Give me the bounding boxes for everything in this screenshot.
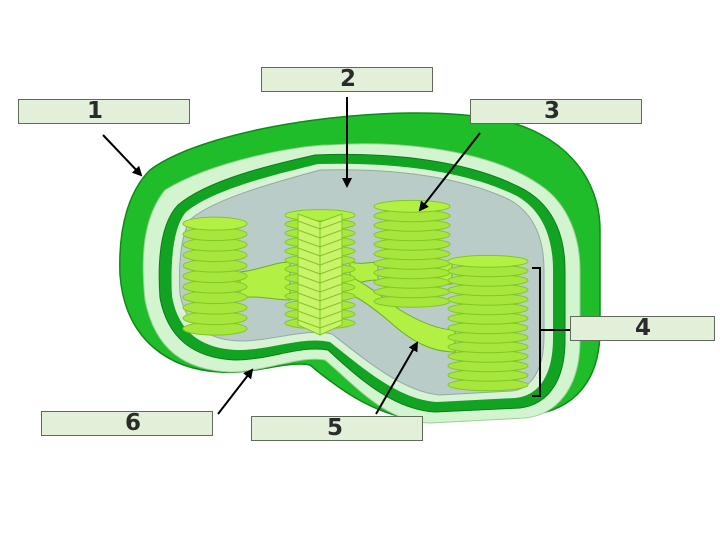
cutaway-layer-line bbox=[319, 319, 343, 329]
label-number-4: 4 bbox=[635, 315, 652, 341]
cutaway-layer-line bbox=[319, 256, 343, 266]
cutaway-layer-line bbox=[319, 238, 343, 248]
cutaway-layer-line bbox=[319, 283, 343, 293]
arrow-6 bbox=[217, 368, 254, 415]
arrow-1 bbox=[102, 134, 143, 177]
cutaway-layer-line bbox=[297, 220, 321, 230]
cutaway-layer-line bbox=[319, 310, 343, 320]
grana bbox=[182, 199, 529, 392]
cutaway-layer-line bbox=[297, 310, 321, 320]
label-box-1[interactable] bbox=[18, 99, 190, 124]
label-number-1: 1 bbox=[87, 98, 104, 124]
cutaway-layer-line bbox=[297, 247, 321, 257]
cutaway-layer-line bbox=[319, 229, 343, 239]
cutaway-layer-line bbox=[297, 301, 321, 311]
cutaway-layer-line bbox=[297, 319, 321, 329]
cutaway-layer-line bbox=[297, 229, 321, 239]
cutaway-layer-line bbox=[297, 238, 321, 248]
label-number-3: 3 bbox=[544, 98, 561, 124]
cutaway-layer-line bbox=[319, 220, 343, 230]
thylakoid-disc bbox=[447, 254, 529, 268]
arrow-5 bbox=[375, 341, 419, 415]
thylakoid-disc bbox=[182, 216, 248, 231]
label-number-6: 6 bbox=[125, 410, 142, 436]
granum-bracket bbox=[532, 267, 570, 397]
cutaway-layer-line bbox=[297, 292, 321, 302]
label-box-6[interactable] bbox=[41, 411, 213, 436]
granum-center bbox=[284, 209, 356, 336]
pointer-arrows bbox=[102, 97, 481, 415]
cutaway-layer-line bbox=[297, 283, 321, 293]
label-box-2[interactable] bbox=[261, 67, 433, 92]
granum-cutaway bbox=[297, 213, 343, 336]
label-box-4[interactable] bbox=[570, 316, 715, 341]
granum-front bbox=[447, 254, 529, 392]
cutaway-layer-line bbox=[319, 292, 343, 302]
thylakoid-disc bbox=[373, 199, 451, 213]
cutaway-layer-line bbox=[297, 265, 321, 275]
cutaway-layer-line bbox=[297, 274, 321, 284]
arrow-3 bbox=[418, 132, 481, 212]
granum-left bbox=[182, 216, 248, 336]
cutaway-layer-line bbox=[319, 247, 343, 257]
cutaway-layer-line bbox=[297, 256, 321, 266]
label-number-5: 5 bbox=[327, 415, 344, 441]
cutaway-layer-line bbox=[319, 265, 343, 275]
label-box-5[interactable] bbox=[251, 416, 423, 441]
granum-upper bbox=[373, 199, 451, 308]
cutaway-layer-line bbox=[319, 274, 343, 284]
cutaway-layer-line bbox=[319, 301, 343, 311]
thylakoid-disc bbox=[284, 209, 356, 222]
label-box-3[interactable] bbox=[470, 99, 642, 124]
label-number-2: 2 bbox=[340, 66, 357, 92]
